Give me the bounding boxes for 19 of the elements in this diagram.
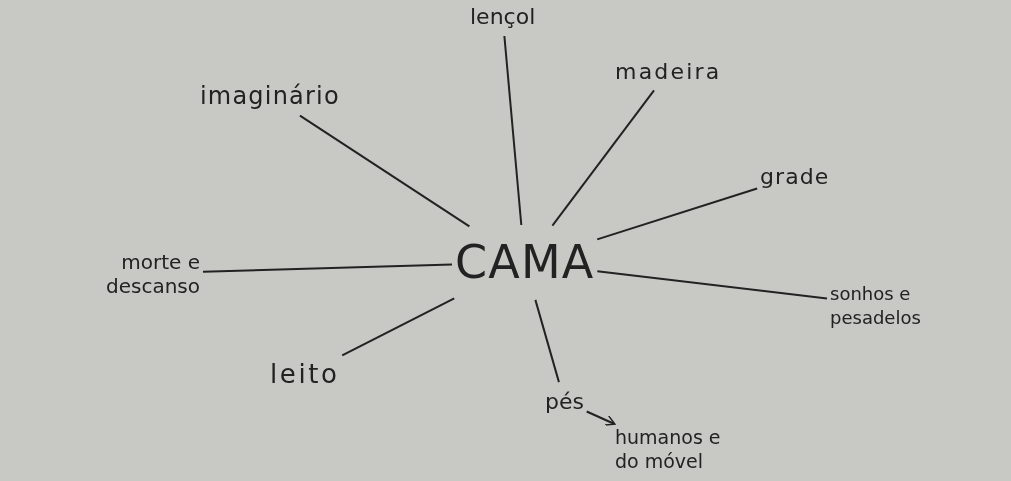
central-topic: CAMA xyxy=(455,228,595,297)
connector-line xyxy=(534,298,560,384)
connector-line xyxy=(596,187,759,241)
connector-line xyxy=(298,114,471,228)
connector-line xyxy=(202,263,453,273)
connector-line xyxy=(596,270,828,300)
connector-line xyxy=(341,297,456,357)
topic-label: leito xyxy=(270,355,340,394)
topic-label: humanos e do móvel xyxy=(615,425,725,473)
topic-label: morte e descanso xyxy=(40,250,200,298)
topic-label: sonhos e pesadelos xyxy=(830,282,950,330)
connector-line xyxy=(551,89,655,227)
arrow xyxy=(585,410,616,426)
topic-label: pés xyxy=(545,385,584,418)
topic-label: lençol xyxy=(470,0,536,33)
topic-label: imaginário xyxy=(200,78,340,114)
connector-line xyxy=(503,35,523,226)
topic-label: grade xyxy=(760,160,830,193)
topic-label: madeira xyxy=(615,55,722,88)
